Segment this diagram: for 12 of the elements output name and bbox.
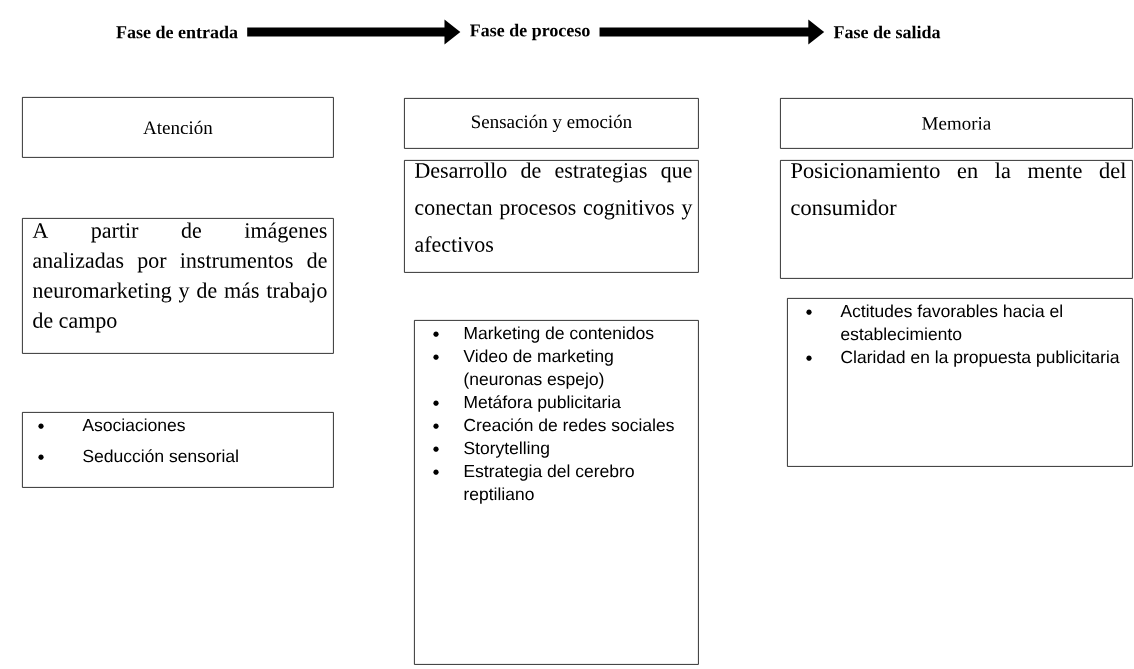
list-box: Marketing de contenidos Video de marketing (neuronas espejo) Metáfora publicitaria Creación de redes sociales Storytelling Estrategia del cerebro reptiliano (414, 320, 699, 665)
phase-heading: Fase de proceso (470, 23, 590, 41)
text-box: A partir de imágenes analizadas por instrumentos de neuromarketing y de más trabajo de campo (22, 218, 334, 354)
phase-heading: Fase de entrada (116, 25, 238, 39)
text-box: Desarrollo de estrategias que conectan procesos cognitivos y afectivos (404, 160, 699, 273)
title-box: Memoria (780, 98, 1133, 149)
list-box: Asociaciones Seducción sensorial (22, 412, 334, 488)
text-box: Posicionamiento en la mente del consumidor (780, 160, 1133, 279)
phase-heading: Fase de salida (833, 25, 941, 39)
list-box: Actitudes favorables hacia el establecimiento Claridad en la propuesta publicitaria (787, 298, 1133, 467)
title-box: Atención (22, 97, 334, 158)
title-box: Sensación y emoción (404, 98, 699, 149)
